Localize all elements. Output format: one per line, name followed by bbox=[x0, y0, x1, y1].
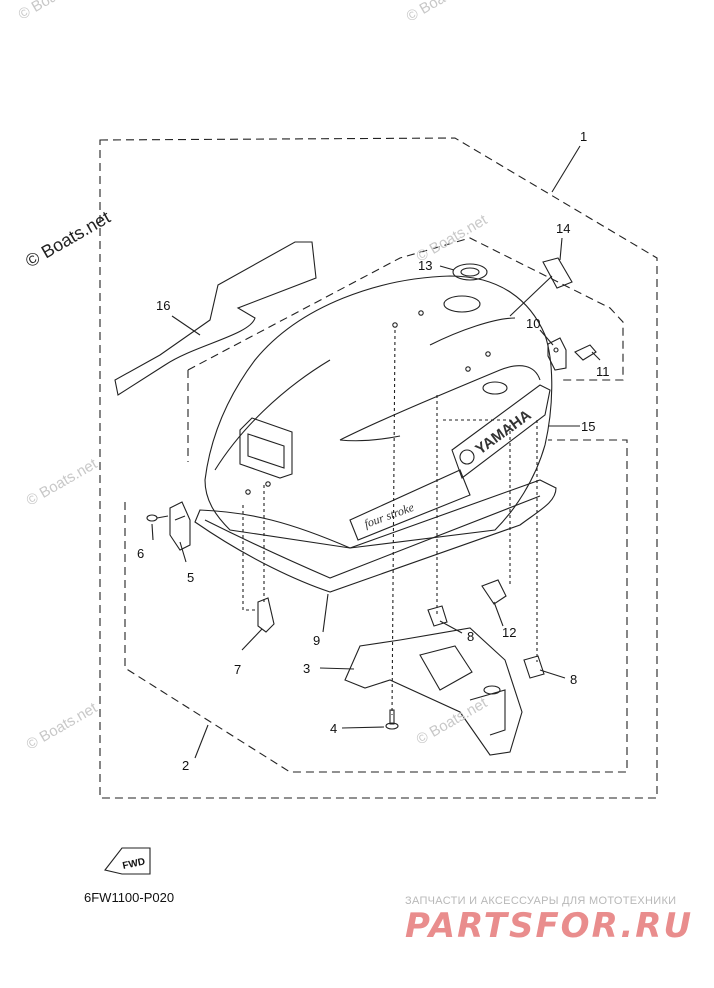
footer-brand-logo: PARTSFOR.RU bbox=[405, 906, 694, 946]
bracket-12 bbox=[481, 579, 507, 605]
callout-10: 10 bbox=[526, 316, 540, 331]
callout-12: 12 bbox=[502, 625, 516, 640]
yamaha-emblem-icon bbox=[459, 449, 475, 465]
callout-5: 5 bbox=[187, 570, 194, 585]
assembly-1-boundary bbox=[99, 137, 658, 799]
fwd-label: FWD bbox=[122, 856, 147, 871]
bracket-5 bbox=[169, 501, 191, 551]
callout-8a: 8 bbox=[467, 629, 474, 644]
watermark-faint-5: © Boats.net bbox=[24, 699, 101, 753]
leader-lines bbox=[151, 145, 601, 759]
screw-4 bbox=[385, 709, 399, 730]
footer-tagline: ЗАПЧАСТИ И АКСЕССУАРЫ ДЛЯ МОТОТЕХНИКИ bbox=[405, 895, 677, 907]
callout-2: 2 bbox=[182, 758, 189, 773]
bracket-10 bbox=[547, 337, 567, 371]
callout-16: 16 bbox=[156, 298, 170, 313]
assembly-2-boundary bbox=[124, 439, 628, 773]
callout-7: 7 bbox=[234, 662, 241, 677]
top-cowling bbox=[204, 275, 553, 549]
watermark-faint-4: © Boats.net bbox=[24, 455, 101, 509]
rubber-8b bbox=[523, 655, 545, 679]
pin-6 bbox=[146, 514, 169, 522]
callout-14: 14 bbox=[556, 221, 570, 236]
callout-11: 11 bbox=[596, 364, 610, 379]
callout-4: 4 bbox=[330, 721, 337, 736]
yamaha-label: YAMAHA bbox=[472, 406, 534, 458]
callout-9: 9 bbox=[313, 633, 320, 648]
cover-16 bbox=[114, 241, 317, 396]
callout-6: 6 bbox=[137, 546, 144, 561]
vent-window bbox=[239, 417, 293, 479]
callout-15: 15 bbox=[581, 419, 595, 434]
cowl-top-boundary bbox=[187, 237, 624, 462]
callout-3: 3 bbox=[303, 661, 310, 676]
damper-7 bbox=[257, 597, 275, 633]
bolt-11 bbox=[574, 344, 597, 361]
fwd-arrow-icon bbox=[104, 847, 151, 875]
callout-1: 1 bbox=[580, 129, 587, 144]
watermark-faint-2: © Boats.net bbox=[404, 0, 481, 25]
sticker-14 bbox=[542, 257, 573, 289]
grommet-13 bbox=[452, 263, 488, 281]
watermark-faint-3: © Boats.net bbox=[414, 211, 491, 265]
bottom-cowling-3 bbox=[344, 627, 523, 756]
watermark-faint-1: © Boats.net bbox=[16, 0, 93, 23]
four-stroke-label: four stroke bbox=[362, 500, 416, 531]
callout-8b: 8 bbox=[570, 672, 577, 687]
seal-9 bbox=[194, 479, 557, 593]
callout-13: 13 bbox=[418, 258, 432, 273]
diagram-code: 6FW1100-P020 bbox=[84, 890, 175, 905]
